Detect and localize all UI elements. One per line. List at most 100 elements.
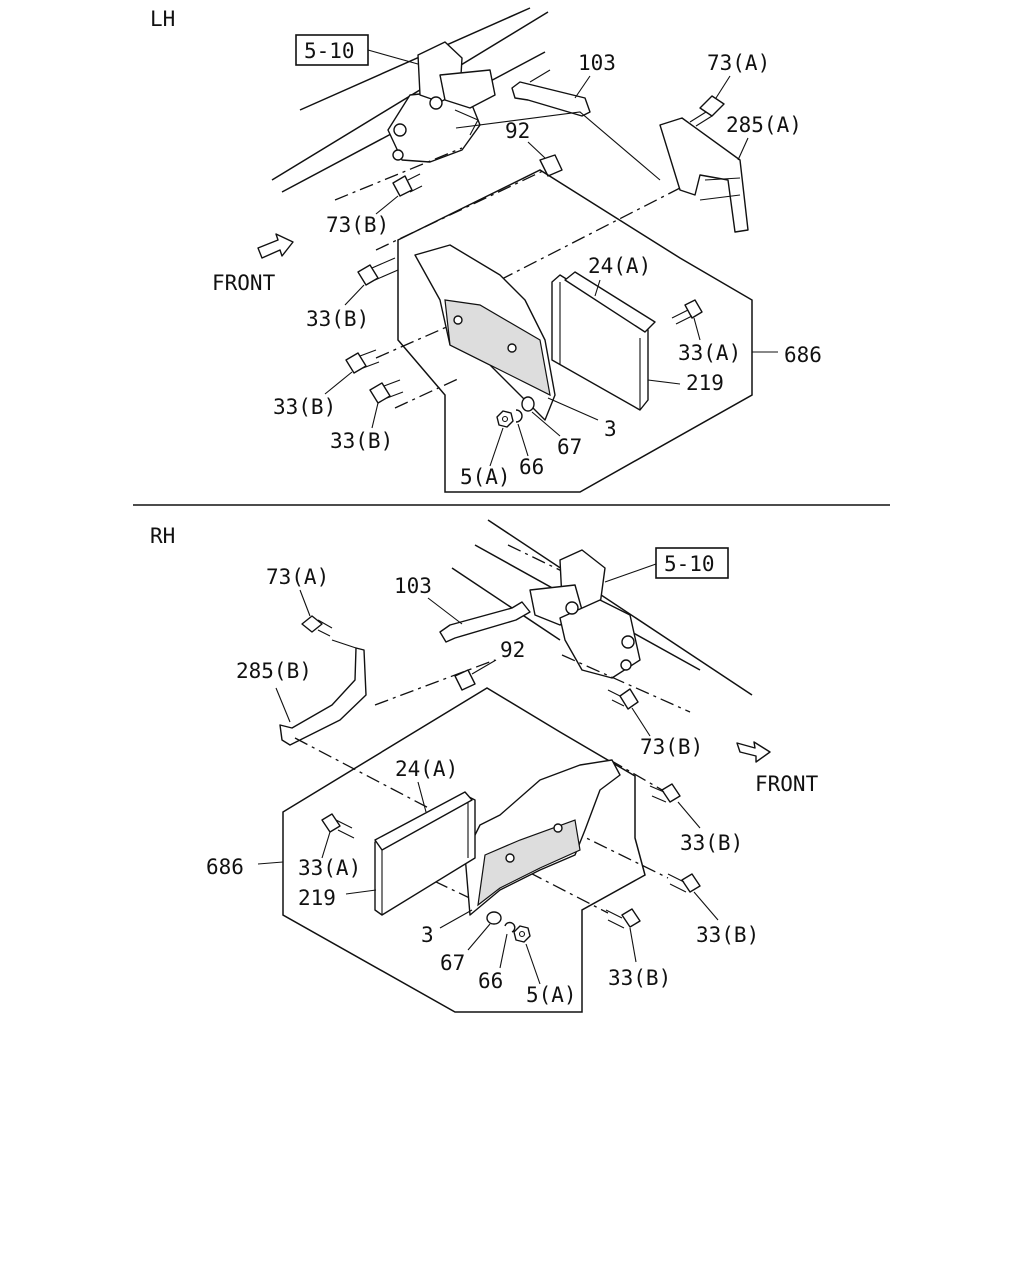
lh-part-103-tab [529,69,551,83]
rh-label-285b: 285(B) [236,659,312,683]
lh-washer-67[interactable] [521,396,535,412]
lh-label-73a: 73(A) [707,51,770,75]
lh-dash-line [375,321,459,359]
lh-leader [344,284,365,306]
lh-leader [489,427,504,467]
rh-label-219: 219 [298,886,336,910]
rh-label-5a: 5(A) [526,983,577,1007]
rh-bolt-73b[interactable] [607,688,639,710]
rh-bolt-73a[interactable] [301,615,333,637]
rh-label-33b-1: 33(B) [680,831,743,855]
lh-leader [375,195,399,215]
rh-dash-line [609,759,663,791]
rh-leader [604,563,657,583]
lh-bolt-33b-3[interactable] [369,379,404,404]
lh-title: LH [150,7,175,31]
rh-label-66: 66 [478,969,503,993]
rh-leader [321,831,331,859]
rh-leader [439,909,473,929]
rh-label-3: 3 [421,923,434,947]
lh-part-92[interactable] [539,154,563,177]
rh-frame-line [487,519,753,696]
lh-nut-5a[interactable] [496,410,514,428]
lh-label-33b-3: 33(B) [330,429,393,453]
lh-part-103[interactable] [511,81,591,117]
lh-label-33a: 33(A) [678,341,741,365]
lh-label-73b: 73(B) [326,213,389,237]
lh-label-686: 686 [784,343,822,367]
rh-leader [345,889,377,895]
rh-outline-686 [282,687,646,1013]
rh-mudguard-hole [553,823,563,833]
rh-leader [629,927,637,963]
lh-dash-line [394,377,461,409]
lh-label-219: 219 [686,371,724,395]
rh-leader [299,589,311,617]
rh-mudguard-shade [477,819,581,907]
rh-label-103: 103 [394,574,432,598]
rh-dash-line [374,659,496,706]
rh-part-92[interactable] [454,669,476,691]
rh-leader [693,891,719,921]
rh-leader [471,659,497,675]
rh-label-33b-3: 33(B) [608,966,671,990]
rh-dash-line [569,829,669,879]
lh-part-24a[interactable] [564,271,656,333]
rh-nut-5a[interactable] [513,925,531,943]
lh-hinge-bracket [387,41,496,163]
lh-leader [517,423,529,457]
lh-bolt-33a[interactable] [671,299,703,325]
lh-label-66: 66 [519,455,544,479]
rh-part-285b[interactable] [279,647,367,746]
rh-leader [427,597,463,625]
rh-part-24a[interactable] [374,791,473,851]
lh-bolt-73b[interactable] [392,173,423,197]
rh-title: RH [150,524,175,548]
rh-front-label: FRONT [755,772,819,796]
lh-leader [371,402,379,429]
rh-bolt-33b-3[interactable] [605,908,641,929]
lh-outline-686 [397,169,753,493]
rh-part-103[interactable] [439,601,531,643]
rh-washer-66[interactable] [504,921,516,933]
rh-ref-box[interactable] [655,547,729,579]
lh-section: LH 5-10 103 73(A) [150,7,822,493]
rh-bolt-33b-1[interactable] [649,783,681,803]
lh-part-219[interactable] [551,274,649,411]
lh-bolt-33b-1[interactable] [357,257,399,286]
lh-label-285a: 285(A) [726,113,802,137]
lh-bolt-73a[interactable] [689,95,725,127]
lh-leader [367,49,426,67]
rh-label-33a: 33(A) [298,856,361,880]
rh-bolt-33b-2[interactable] [667,873,701,893]
lh-ref-box[interactable] [295,34,369,66]
rh-label-67: 67 [440,951,465,975]
lh-leader [693,317,701,341]
rh-leader [275,687,291,723]
lh-leader [737,137,749,161]
lh-leader [715,75,731,99]
rh-leader [677,801,701,829]
lh-bolt-33b-2[interactable] [345,349,380,374]
lh-mudguard-shade [444,299,551,397]
rh-hinge-bracket [529,549,641,679]
lh-label-103: 103 [578,51,616,75]
rh-mudguard-hole [505,853,515,863]
rh-leader [631,707,651,737]
rh-label-73a: 73(A) [266,565,329,589]
rh-dash-line [561,654,691,713]
rh-leader [499,933,508,969]
lh-label-3: 3 [604,417,617,441]
rh-dash-line [507,544,571,576]
lh-front-label: FRONT [212,271,276,295]
lh-part-285a[interactable] [659,117,749,233]
rh-leader [417,781,427,813]
lh-label-67: 67 [557,435,582,459]
lh-outline-686-upper [455,111,661,181]
rh-washer-67[interactable] [486,911,502,925]
lh-dash-line [499,187,681,281]
lh-part-285a-detail [699,177,741,201]
rh-bolt-33a[interactable] [321,813,355,839]
lh-washer-66[interactable] [515,409,523,423]
